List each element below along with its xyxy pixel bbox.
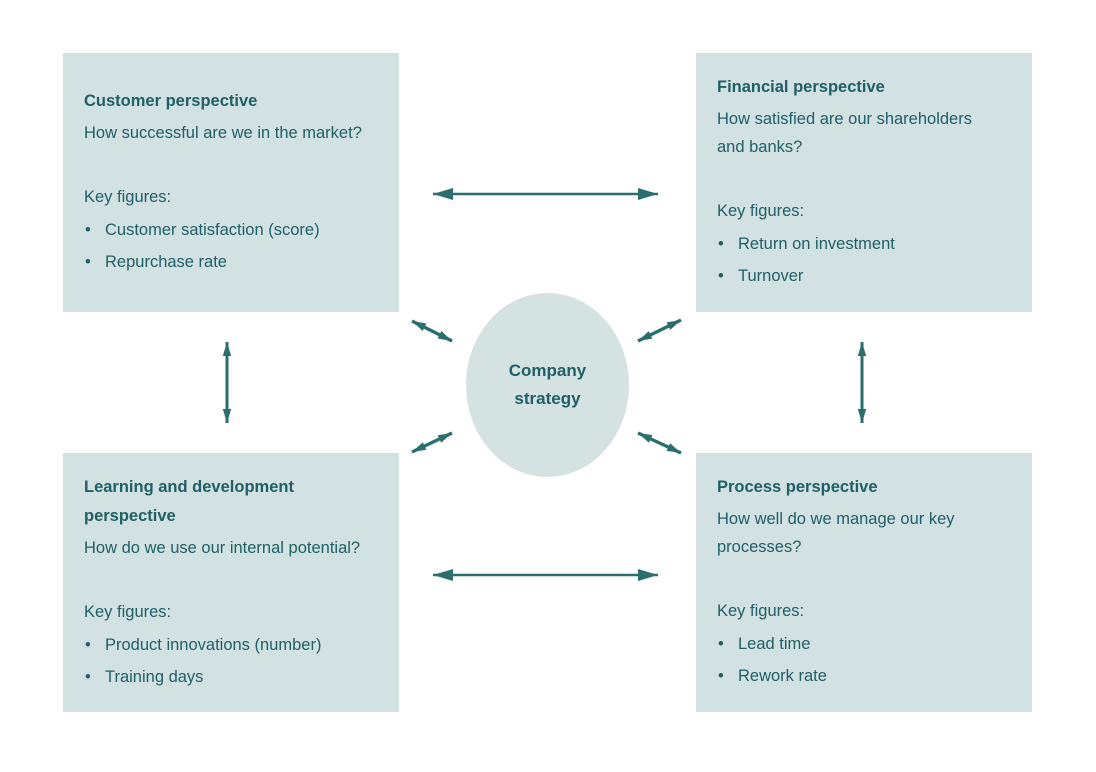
key-figure-item: • Repurchase rate	[84, 246, 385, 278]
bullet-icon: •	[718, 635, 724, 653]
key-figure-text: Repurchase rate	[105, 253, 227, 271]
key-figure-item: • Lead time	[717, 628, 1018, 660]
key-figure-item: • Product innovations (number)	[84, 629, 385, 661]
key-figure-text: Turnover	[738, 267, 804, 285]
key-figure-text: Return on investment	[738, 235, 895, 253]
key-figure-text: Lead time	[738, 635, 811, 653]
box-question: How successful are we in the market?	[84, 124, 362, 142]
key-figure-text: Product innovations (number)	[105, 635, 322, 654]
key-figure-text: Rework rate	[738, 667, 827, 685]
key-figure-item: • Rework rate	[717, 660, 1018, 692]
box-question: How well do we manage our key processes?	[717, 510, 955, 556]
bullet-icon: •	[85, 221, 91, 239]
key-figure-text: Customer satisfaction (score)	[105, 221, 320, 239]
bullet-icon: •	[85, 253, 91, 271]
box-title: Learning and development perspective	[84, 477, 294, 525]
key-figures-list: • Product innovations (number) • Trainin…	[84, 629, 385, 693]
bullet-icon: •	[85, 667, 91, 686]
key-figures-list: • Customer satisfaction (score) • Repurc…	[84, 214, 385, 278]
bullet-icon: •	[85, 635, 91, 654]
key-figure-text: Training days	[105, 667, 204, 686]
box-title: Customer perspective	[84, 92, 258, 110]
arrow-financial-strategy	[637, 318, 682, 343]
bullet-icon: •	[718, 267, 724, 285]
company-strategy-circle: Company strategy	[466, 293, 629, 477]
key-figures-label: Key figures:	[717, 602, 805, 620]
company-strategy-label: Company strategy	[508, 361, 587, 408]
arrow-learning-strategy	[411, 431, 453, 454]
key-figures-label: Key figures:	[84, 188, 172, 206]
box-question: How do we use our internal potential?	[84, 538, 361, 557]
arrow-process-strategy	[637, 431, 682, 455]
bullet-icon: •	[718, 667, 724, 685]
box-title: Process perspective	[717, 478, 878, 496]
key-figures-list: • Lead time • Rework rate	[717, 628, 1018, 692]
key-figures-list: • Return on investment • Turnover	[717, 228, 1018, 292]
key-figure-item: • Training days	[84, 661, 385, 693]
learning-development-perspective-box: Learning and development perspective How…	[63, 453, 399, 712]
box-title: Financial perspective	[717, 78, 885, 96]
key-figure-item: • Return on investment	[717, 228, 1018, 260]
financial-perspective-box: Financial perspective How satisfied are …	[696, 53, 1032, 312]
process-perspective-box: Process perspective How well do we manag…	[696, 453, 1032, 712]
key-figures-label: Key figures:	[84, 602, 172, 621]
key-figure-item: • Customer satisfaction (score)	[84, 214, 385, 246]
key-figures-label: Key figures:	[717, 202, 805, 220]
key-figure-item: • Turnover	[717, 260, 1018, 292]
bullet-icon: •	[718, 235, 724, 253]
customer-perspective-box: Customer perspective How successful are …	[63, 53, 399, 312]
arrow-customer-strategy	[411, 319, 453, 343]
box-question: How satisfied are our shareholders and b…	[717, 110, 972, 156]
